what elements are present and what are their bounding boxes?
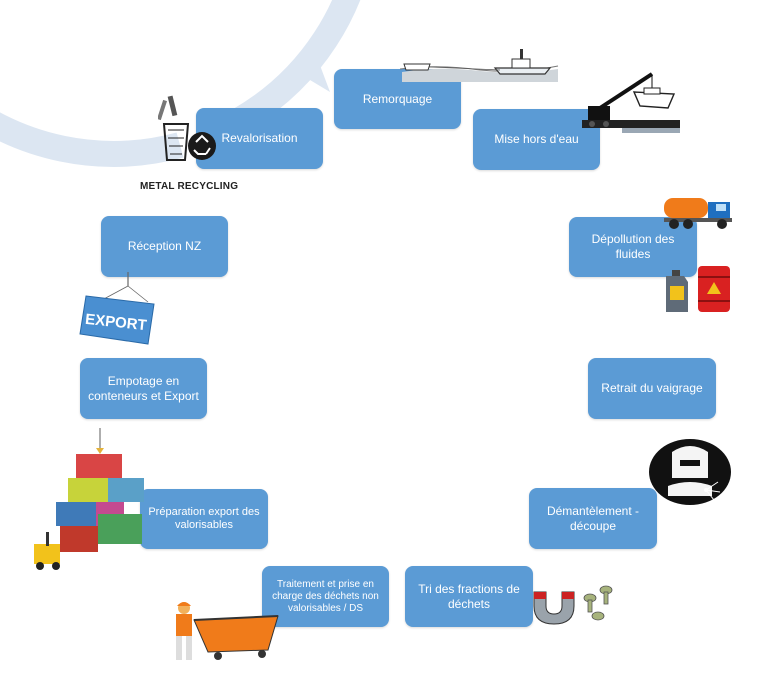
- step-reception: Réception NZ: [101, 216, 228, 277]
- step-depollution: Dépollution des fluides: [569, 217, 697, 277]
- step-remorquage: Remorquage: [334, 69, 461, 129]
- step-demantelement: Démantèlement - découpe: [529, 488, 657, 549]
- step-retrait-vaigrage: Retrait du vaigrage: [588, 358, 716, 419]
- step-preparation: Préparation export des valorisables: [140, 489, 268, 549]
- step-tri: Tri des fractions de déchets: [405, 566, 533, 627]
- step-mise-hors-eau: Mise hors d'eau: [473, 109, 600, 170]
- cycle-arrowhead: [300, 60, 330, 92]
- tanker-truck-icon: [664, 198, 732, 229]
- worker-skip-icon: [176, 602, 279, 660]
- step-empotage: Empotage en conteneurs et Export: [80, 358, 207, 419]
- oil-drum-icon: [666, 266, 730, 312]
- containers-forklift-icon: [34, 428, 144, 570]
- crane-lift-icon: [582, 72, 680, 133]
- magnet-icon: [533, 585, 613, 625]
- export-sign-icon: EXPORT: [79, 272, 155, 345]
- step-revalorisation: Revalorisation: [196, 108, 323, 169]
- step-traitement: Traitement et prise en charge des déchet…: [262, 566, 389, 627]
- recycling-bin-icon: [158, 95, 216, 161]
- tugboat-icon: [400, 49, 559, 82]
- welder-icon: [649, 439, 731, 505]
- export-sign-label: EXPORT: [84, 311, 147, 334]
- metal-recycling-caption: METAL RECYCLING: [140, 181, 239, 192]
